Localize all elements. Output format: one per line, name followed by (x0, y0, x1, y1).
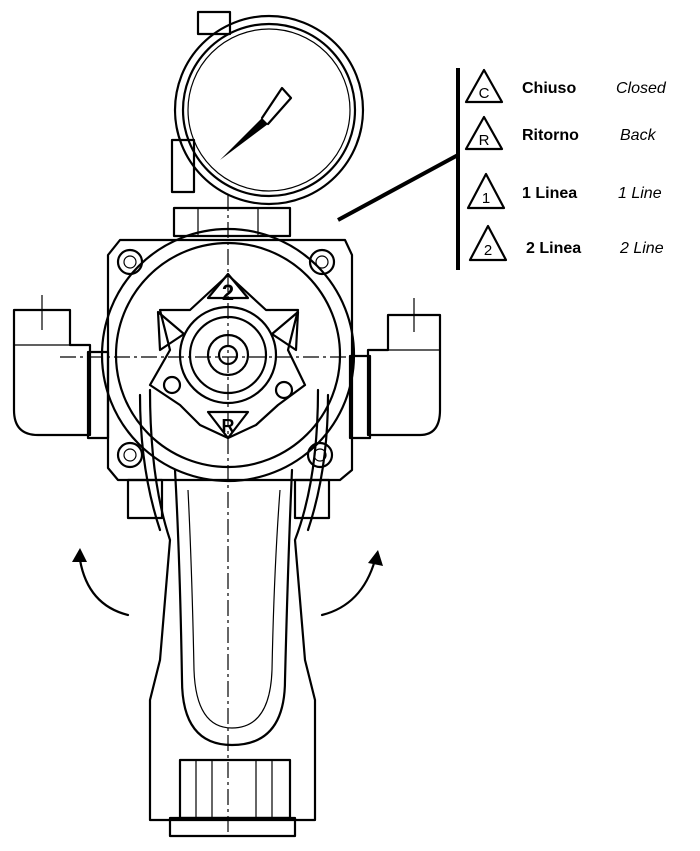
english-label: 2 Line (619, 240, 664, 257)
right-outlet-pipe (366, 313, 442, 437)
rotation-arrow-left (78, 558, 130, 617)
handle-outline (148, 388, 320, 822)
italian-label: Chiuso (522, 80, 576, 97)
rotation-arrow-right (320, 558, 377, 617)
symbol-letter: 1 (482, 190, 490, 207)
italian-label: 1 Linea (522, 185, 577, 202)
selector-handle (138, 388, 330, 838)
gauge-top-tab (196, 10, 232, 36)
position-triangle-left (156, 310, 186, 352)
gauge-fitting (172, 206, 292, 238)
gauge-outer-ring (173, 14, 365, 206)
symbol-letter: R (479, 132, 490, 149)
arrowhead-right (368, 550, 383, 566)
hub-middle (188, 315, 268, 395)
italian-label: 2 Linea (526, 240, 581, 257)
triangle-icon (464, 115, 504, 151)
legend-item-line-1: 1 1 Linea 1 Line (466, 172, 662, 210)
english-label: 1 Line (618, 185, 662, 202)
arrowhead-left (72, 548, 87, 562)
right-outlet (348, 298, 442, 440)
bottom-fitting-right (293, 478, 331, 520)
legend-item-line-2: 2 2 Linea 2 Line (468, 224, 664, 262)
gauge-needle (220, 118, 268, 160)
triangle-icon (468, 224, 508, 262)
legend-item-back: R Ritorno Back (464, 115, 657, 151)
gauge-needle-head (260, 86, 293, 126)
marker-right (274, 380, 294, 400)
marker-left (162, 375, 182, 395)
handle-groove (173, 468, 294, 747)
symbol-letter: C (479, 85, 490, 102)
valve-housing (106, 238, 354, 482)
position-triangle-right (270, 310, 300, 352)
left-outlet (12, 295, 110, 440)
bottom-fitting-left (126, 478, 164, 520)
bolt-bottom-left (116, 441, 144, 469)
legend: C Chiuso Closed R Ritorno Back 1 1 Linea… (456, 68, 667, 270)
bolt-bottom-right (306, 441, 334, 469)
leader-line (337, 153, 459, 222)
pressure-gauge (170, 10, 365, 238)
italian-label: Ritorno (522, 127, 579, 144)
triangle-icon (464, 68, 504, 104)
marking-top: 2 (222, 280, 234, 305)
english-label: Back (620, 127, 657, 144)
left-outlet-pipe (12, 308, 92, 437)
rotation-arrows (72, 548, 383, 617)
triangle-icon (466, 172, 506, 210)
right-outlet-nut (348, 354, 372, 440)
legend-item-closed: C Chiuso Closed (464, 68, 667, 104)
gauge-dial (187, 28, 351, 192)
bolt-top-right (308, 248, 336, 276)
gauge-bezel (181, 22, 357, 198)
handle-end-cap (168, 816, 297, 838)
symbol-letter: 2 (484, 242, 492, 259)
english-label: Closed (616, 80, 667, 97)
bolt-top-left (116, 248, 144, 276)
